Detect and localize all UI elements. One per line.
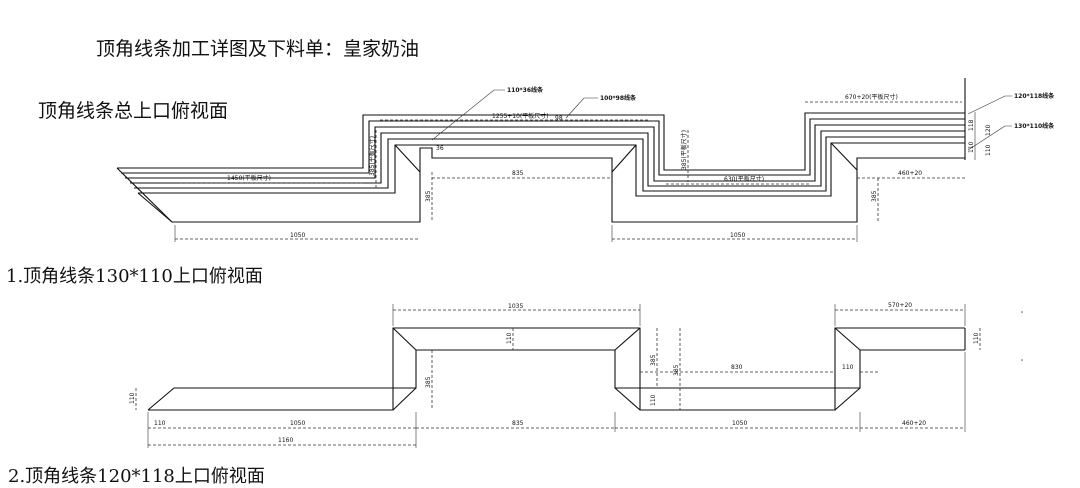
dim-118: 118	[968, 119, 975, 131]
profile-line	[121, 118, 965, 176]
profile-line	[147, 349, 965, 411]
profile-line	[134, 136, 965, 192]
profile-line	[830, 142, 858, 171]
dim-1050a: 1050	[290, 232, 305, 239]
dim-385a: 385(平板尺寸)	[368, 136, 376, 176]
section1-drawing: 1035 570+20 110 385 385 385 830 110 110 …	[129, 302, 981, 448]
leader-line	[565, 97, 598, 119]
dim-830: 830	[731, 364, 743, 371]
overview-drawing: 110*36线条 100*98线条 120*118线条 130*110线条 12…	[116, 78, 1055, 242]
label-130x110: 130*110线条	[1014, 122, 1055, 130]
dim-110f: 110	[154, 420, 166, 427]
mitre-line	[834, 327, 861, 351]
page-title: 顶角线条加工详图及下料单：皇家奶油	[96, 38, 420, 60]
dim-1450: 1450(平板尺寸)	[227, 174, 271, 182]
leader-line	[967, 95, 1012, 115]
dim-1050b: 1050	[732, 420, 747, 427]
dim-1160: 1160	[278, 437, 293, 444]
label-120x118: 120*118线条	[1014, 92, 1055, 100]
dim-1035: 1035	[508, 303, 523, 310]
dim-385c: 385	[673, 364, 680, 376]
dim-120: 120	[985, 124, 992, 136]
dim-98: 98	[555, 115, 563, 122]
mitre-line	[392, 387, 417, 411]
mitre-line	[614, 387, 641, 411]
dim-110s: 110	[968, 141, 975, 153]
dim-630: 630(平板尺寸)	[724, 175, 764, 183]
dim-36: 36	[436, 145, 444, 152]
leader-line	[431, 89, 505, 141]
marker-dot	[1021, 311, 1023, 313]
overview-heading: 顶角线条总上口俯视面	[38, 100, 229, 122]
label-110x36: 110*36线条	[507, 86, 544, 94]
dim-385c: 385	[425, 190, 432, 202]
marker-dot	[1021, 359, 1023, 361]
profile-line	[394, 144, 421, 173]
profile-line	[117, 112, 965, 171]
dim-110b: 110	[985, 144, 992, 156]
mitre-line	[614, 327, 641, 351]
profile-line	[611, 144, 637, 173]
mitre-line	[392, 327, 417, 351]
dim-385b: 385(平板尺寸)	[680, 130, 688, 170]
section1-heading: 1.顶角线条130*110上口俯视面	[6, 266, 263, 287]
profile-line	[116, 147, 965, 223]
dim-1050b: 1050	[730, 232, 745, 239]
dim-1255: 1255+10(平板尺寸)	[492, 112, 549, 120]
dim-110a: 110	[506, 332, 513, 344]
mitre-line	[834, 387, 861, 411]
dim-460: 460+20	[902, 420, 926, 427]
profile-line	[130, 130, 965, 187]
dim-835: 835	[512, 170, 524, 177]
leader-line	[967, 125, 1012, 151]
dim-1050a: 1050	[290, 420, 305, 427]
profile-line	[148, 327, 965, 411]
dim-670: 670+20(平板尺寸)	[845, 93, 898, 101]
dim-835: 835	[512, 420, 524, 427]
profile-line	[138, 142, 965, 197]
dim-110e: 110	[973, 332, 980, 344]
dim-570: 570+20	[888, 302, 912, 309]
dim-385b: 385	[650, 354, 657, 366]
cad-drawing: 110*36线条 100*98线条 120*118线条 130*110线条 12…	[116, 78, 1055, 448]
dim-385a: 385	[425, 376, 432, 388]
dim-385d: 385	[871, 190, 878, 202]
dim-110c: 110	[650, 394, 657, 406]
dim-110b: 110	[842, 364, 854, 371]
dim-110d: 110	[129, 392, 136, 404]
profile-line	[137, 192, 173, 223]
dim-460: 460+20	[898, 170, 922, 177]
profile-line	[125, 124, 965, 182]
label-100x98: 100*98线条	[600, 94, 637, 102]
